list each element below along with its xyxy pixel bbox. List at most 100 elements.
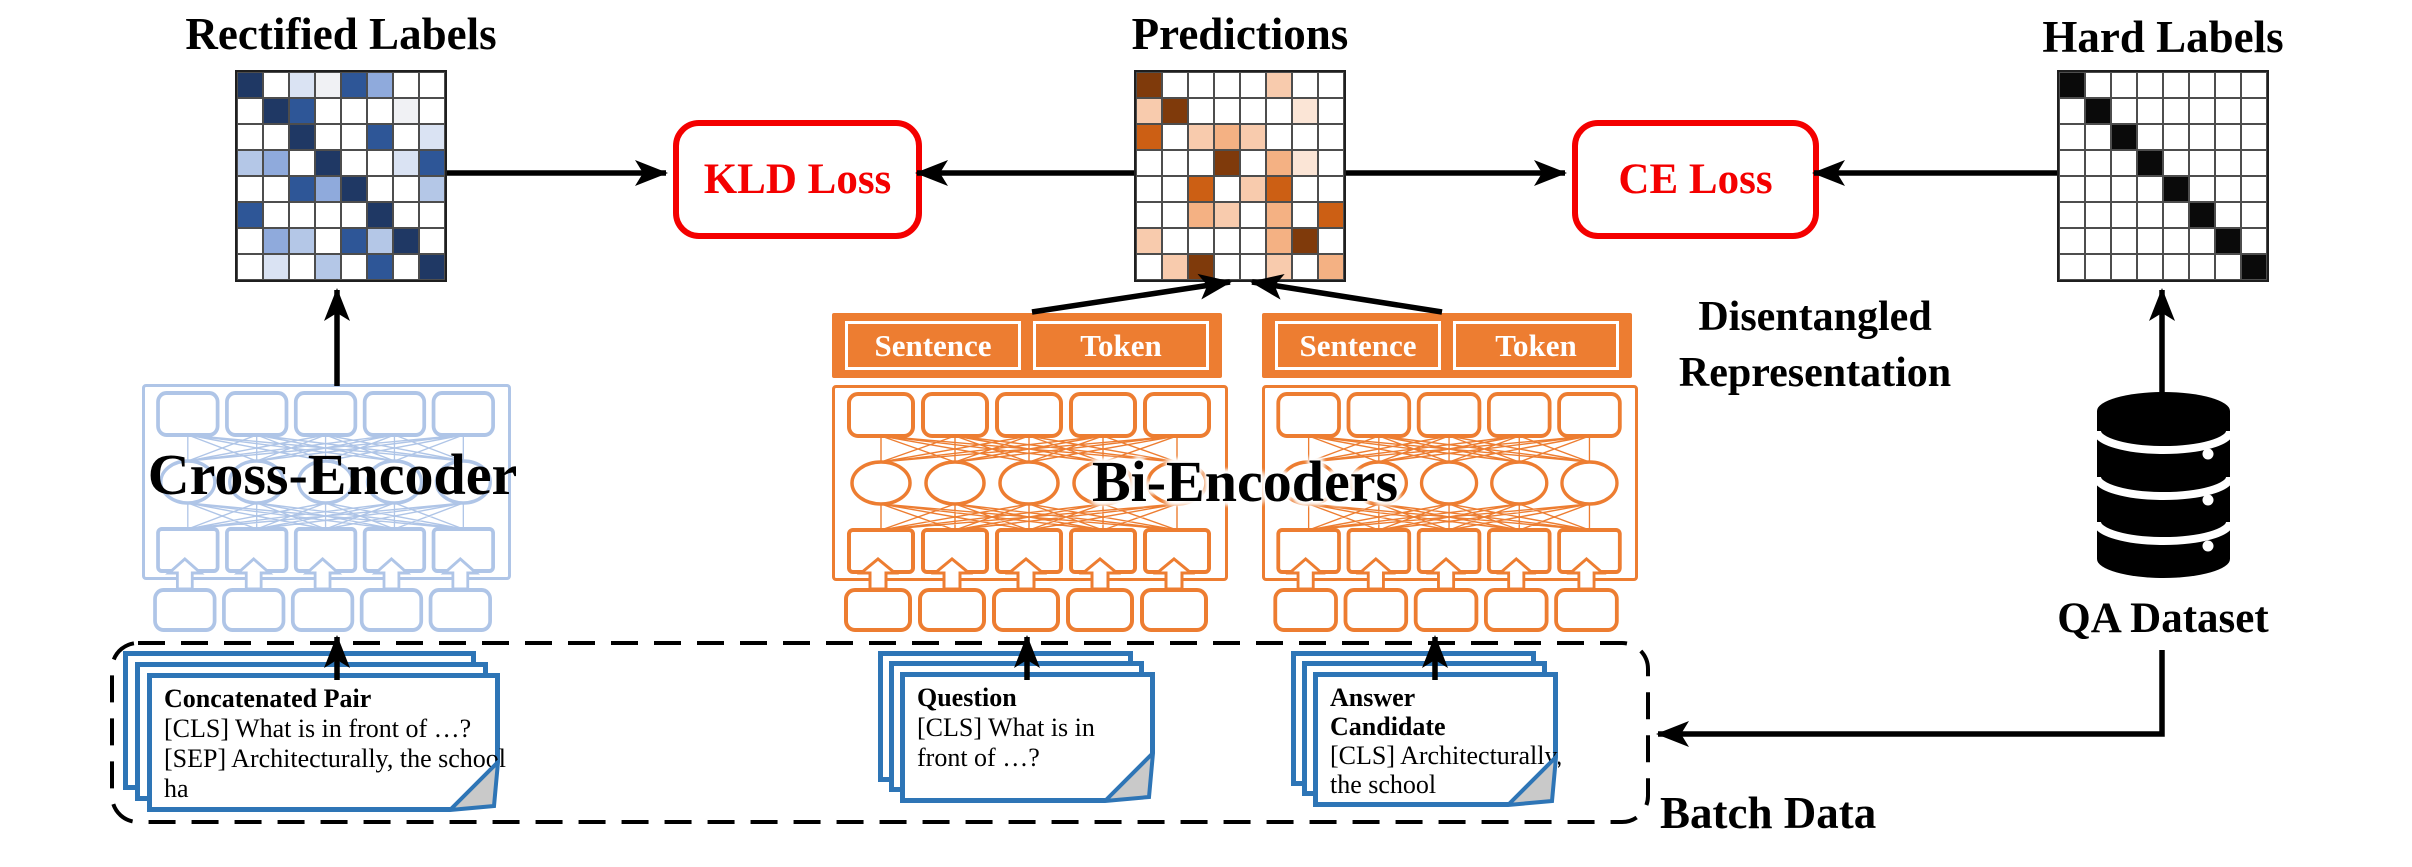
matrix-cell (2111, 98, 2137, 124)
matrix-cell (1136, 254, 1162, 280)
matrix-cell (393, 98, 419, 124)
matrix-cell (289, 254, 315, 280)
matrix-cell (263, 202, 289, 228)
matrix-cell (393, 150, 419, 176)
doc-front-card: Answer Candidate [CLS] Architecturally, … (1313, 672, 1562, 807)
matrix-cell (1292, 202, 1318, 228)
matrix-cell (1162, 150, 1188, 176)
matrix-cell (2085, 176, 2111, 202)
matrix-cell (1292, 150, 1318, 176)
matrix-cell (419, 72, 445, 98)
doc-front-card: Concatenated Pair [CLS] What is in front… (147, 673, 506, 812)
matrix-cell (315, 176, 341, 202)
matrix-cell (1240, 202, 1266, 228)
matrix-cell (2163, 124, 2189, 150)
matrix-cell (341, 228, 367, 254)
matrix-cell (393, 202, 419, 228)
matrix-cell (1318, 98, 1344, 124)
matrix-cell (341, 202, 367, 228)
token-rep-box-left: Token (1033, 321, 1209, 370)
matrix-cell (2111, 202, 2137, 228)
matrix-cell (1318, 228, 1344, 254)
matrix-cell (367, 150, 393, 176)
matrix-cell (1240, 98, 1266, 124)
doc-line: [CLS] What is in front of …? (164, 714, 472, 743)
bi-encoders-label: Bi-Encoders (1091, 449, 1399, 514)
matrix-cell (2059, 98, 2085, 124)
disentangled-representation-label: Disentangled Representation (1600, 289, 2030, 401)
matrix-cell (1214, 72, 1240, 98)
cross-encoder-connector-arrows (142, 557, 505, 591)
matrix-cell (1292, 176, 1318, 202)
sentence-rep-box-right: Sentence (1275, 321, 1441, 370)
matrix-cell (2137, 202, 2163, 228)
doc-title: Candidate (1330, 712, 1446, 741)
matrix-cell (393, 228, 419, 254)
matrix-cell (2085, 124, 2111, 150)
rectified-labels-matrix (235, 70, 447, 282)
matrix-cell (2215, 254, 2241, 280)
matrix-cell (1292, 124, 1318, 150)
matrix-cell (2163, 176, 2189, 202)
matrix-cell (1136, 202, 1162, 228)
matrix-cell (1292, 72, 1318, 98)
matrix-cell (393, 124, 419, 150)
matrix-cell (341, 176, 367, 202)
matrix-cell (1318, 176, 1344, 202)
matrix-cell (341, 124, 367, 150)
matrix-cell (1162, 228, 1188, 254)
matrix-cell (2059, 254, 2085, 280)
matrix-cell (289, 150, 315, 176)
predictions-matrix (1134, 70, 1346, 282)
ce-loss-label: CE Loss (1618, 156, 1773, 203)
matrix-cell (2189, 176, 2215, 202)
matrix-cell (1240, 228, 1266, 254)
folded-corner-icon (1506, 755, 1558, 807)
matrix-cell (1188, 254, 1214, 280)
matrix-cell (2111, 228, 2137, 254)
bi-encoder-left-block (832, 385, 1228, 581)
matrix-cell (419, 176, 445, 202)
folded-corner-icon (1103, 751, 1155, 803)
matrix-cell (419, 202, 445, 228)
matrix-cell (2085, 202, 2111, 228)
matrix-cell (1292, 254, 1318, 280)
matrix-cell (1292, 98, 1318, 124)
matrix-cell (2085, 150, 2111, 176)
matrix-cell (367, 176, 393, 202)
matrix-cell (1136, 98, 1162, 124)
hard-labels-matrix (2057, 70, 2269, 282)
matrix-cell (315, 98, 341, 124)
matrix-cell (419, 254, 445, 280)
matrix-cell (2215, 150, 2241, 176)
matrix-cell (315, 202, 341, 228)
matrix-cell (1136, 150, 1162, 176)
matrix-cell (315, 228, 341, 254)
doc-title: Answer (1330, 683, 1416, 712)
matrix-cell (2059, 72, 2085, 98)
matrix-cell (237, 202, 263, 228)
kld-loss-label: KLD Loss (703, 156, 892, 203)
matrix-cell (2163, 150, 2189, 176)
matrix-cell (393, 176, 419, 202)
matrix-cell (2215, 124, 2241, 150)
matrix-cell (1162, 254, 1188, 280)
token-row-graphic (142, 588, 505, 632)
matrix-cell (1240, 176, 1266, 202)
matrix-cell (2215, 72, 2241, 98)
matrix-cell (1188, 228, 1214, 254)
predictions-title: Predictions (1131, 9, 1349, 59)
matrix-cell (2241, 228, 2267, 254)
matrix-cell (1266, 72, 1292, 98)
matrix-cell (341, 72, 367, 98)
matrix-cell (1188, 98, 1214, 124)
matrix-cell (263, 228, 289, 254)
matrix-cell (315, 72, 341, 98)
matrix-cell (2137, 176, 2163, 202)
matrix-cell (1240, 254, 1266, 280)
matrix-cell (2059, 124, 2085, 150)
matrix-cell (263, 254, 289, 280)
matrix-cell (1188, 124, 1214, 150)
database-icon (2095, 392, 2232, 578)
matrix-cell (2163, 254, 2189, 280)
